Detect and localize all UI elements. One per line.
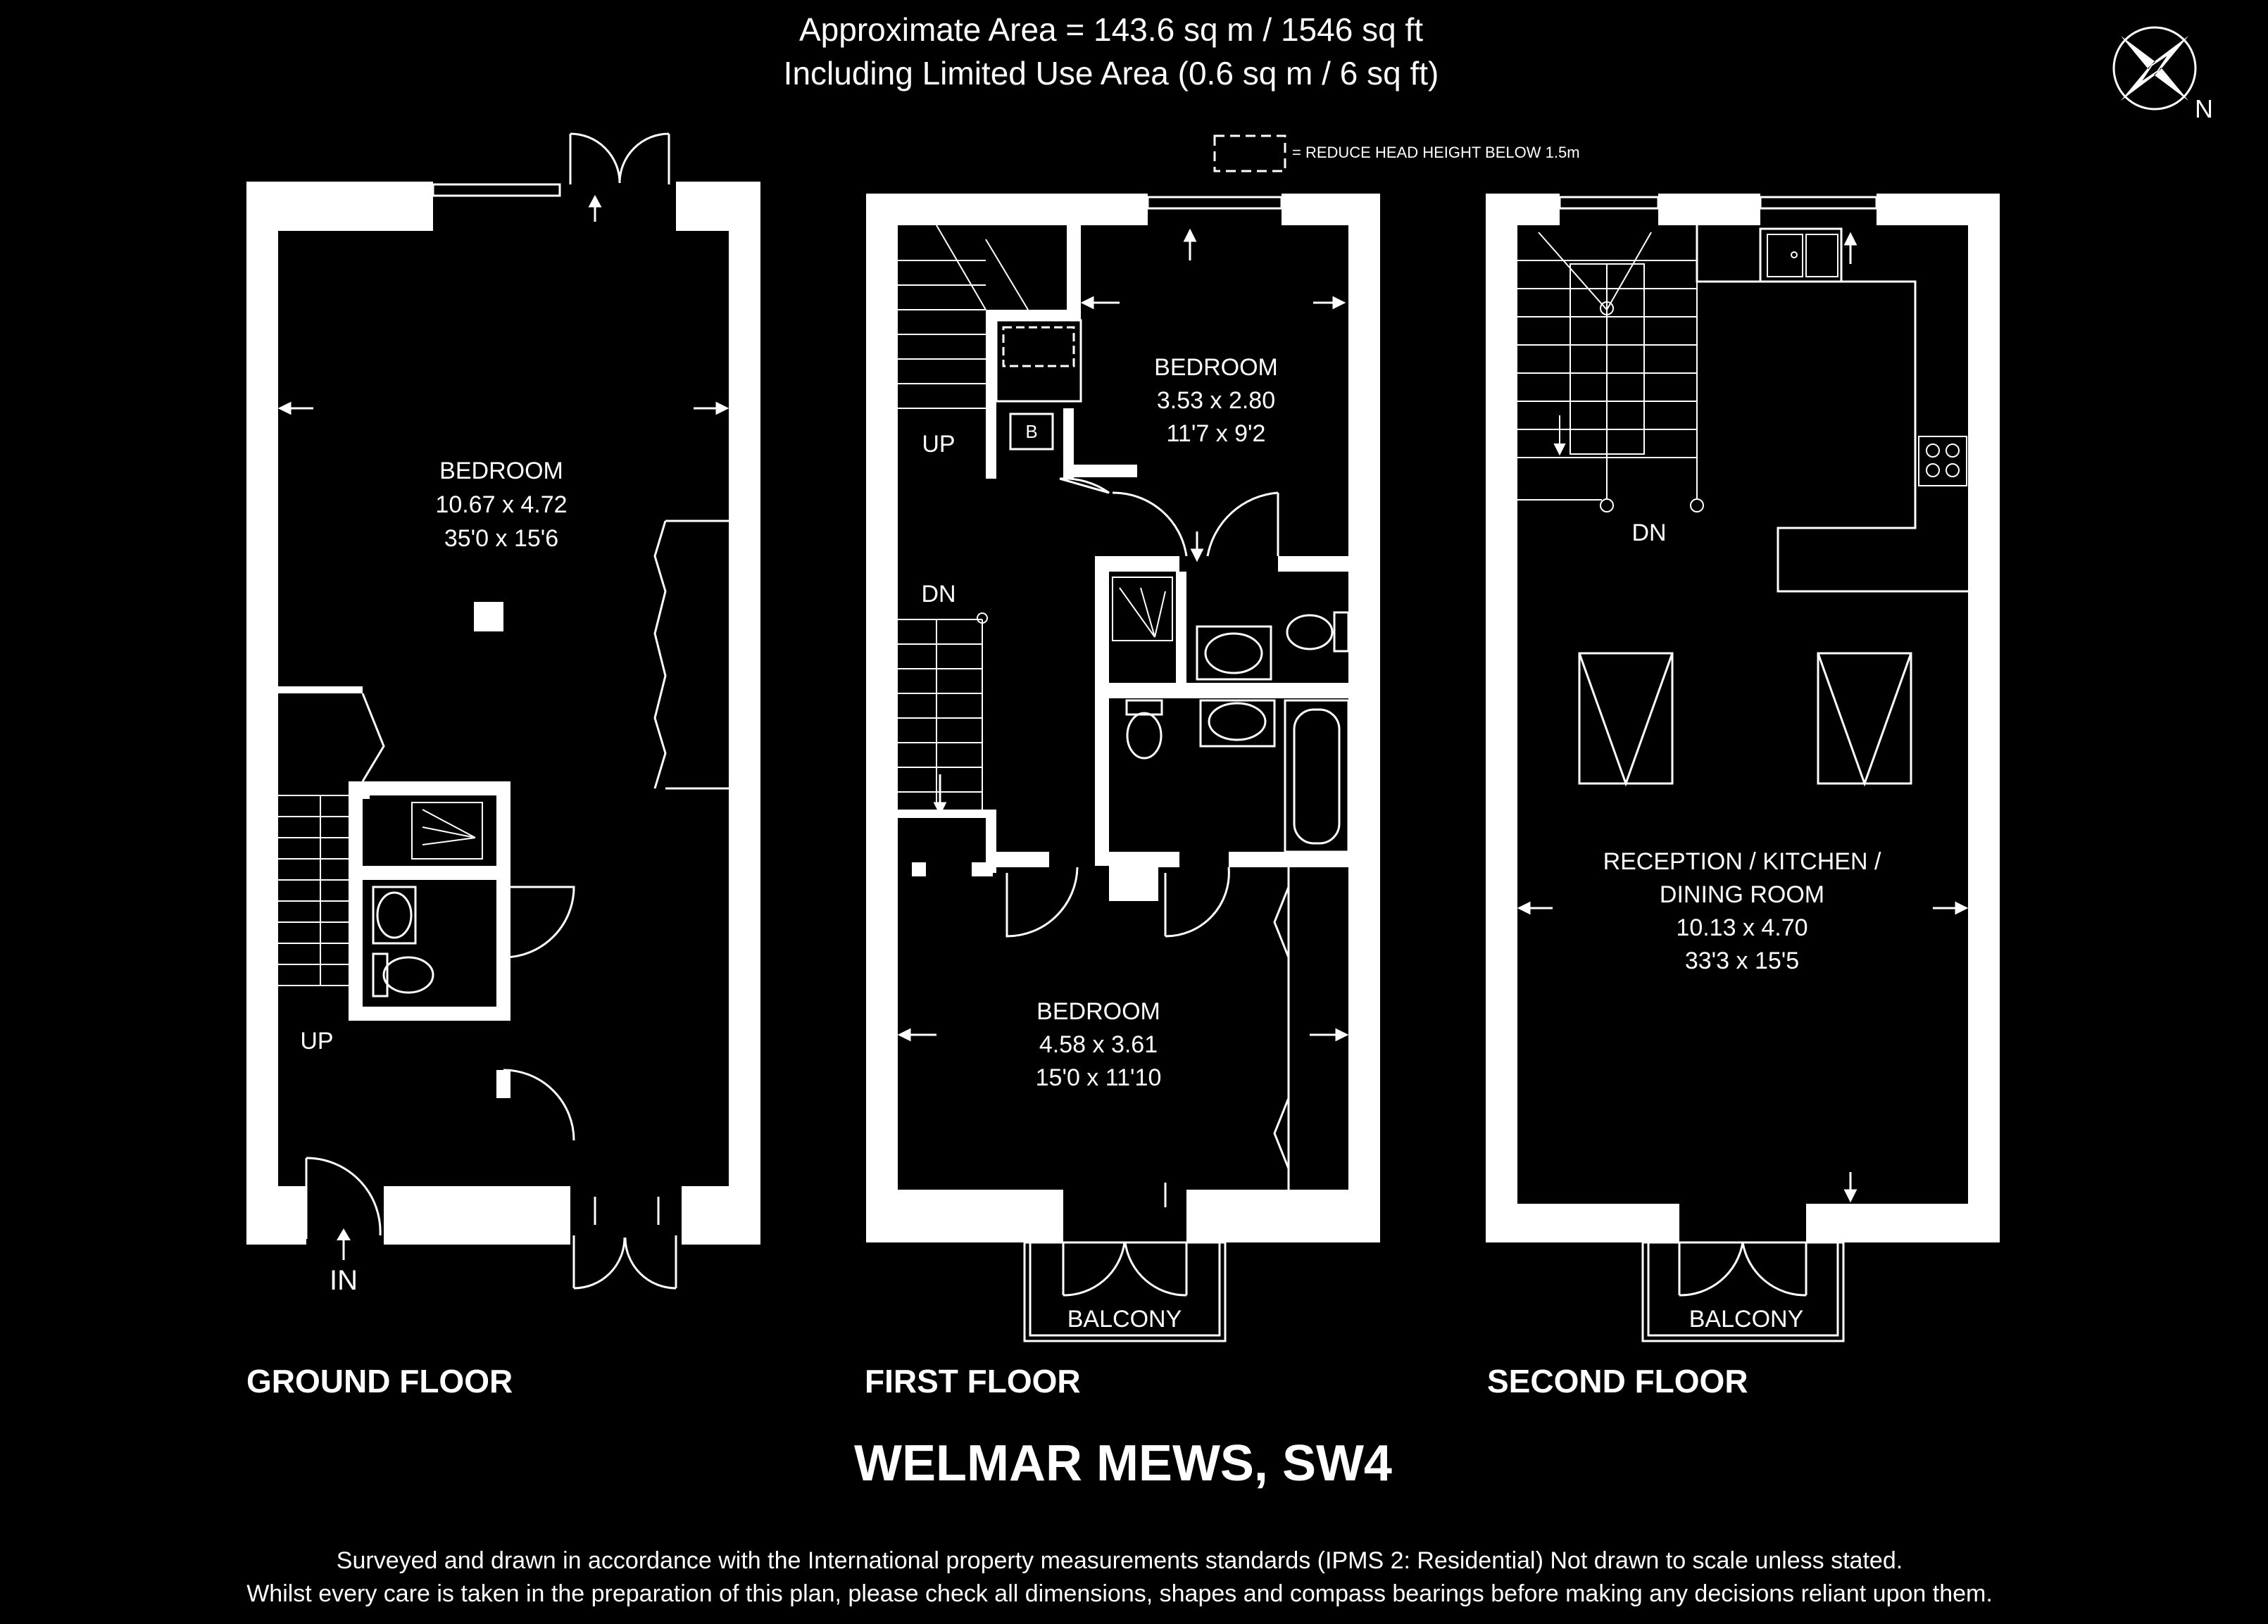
room-size-imperial: 35'0 x 15'6 — [444, 525, 558, 552]
french-doors — [569, 132, 670, 222]
dashed-area — [1002, 326, 1075, 367]
stairs — [898, 612, 988, 810]
kitchen-units — [1696, 225, 1968, 593]
bath-icon — [1284, 699, 1350, 853]
shower-icon — [411, 802, 483, 860]
window — [1558, 196, 1660, 210]
window — [1146, 196, 1283, 210]
hob-icon — [1918, 436, 1967, 486]
room-name: BEDROOM — [439, 458, 563, 484]
property-name: WELMAR MEWS, SW4 — [854, 1435, 1392, 1492]
room-size-metric: 3.53 x 2.80 — [1157, 387, 1275, 414]
dimension-arrows — [1517, 232, 1969, 1203]
balcony — [1023, 1241, 1227, 1342]
window — [432, 183, 561, 197]
toilet-icon — [1286, 611, 1350, 653]
balcony-label: BALCONY — [1067, 1306, 1182, 1333]
basin-icon — [372, 886, 417, 945]
room-size-metric: 10.13 x 4.70 — [1676, 914, 1807, 941]
basin-icon — [1196, 625, 1272, 681]
boiler-cupboard — [1009, 413, 1054, 451]
legend-label: = REDUCE HEAD HEIGHT BELOW 1.5m — [1292, 144, 1580, 161]
room-name-line1: RECEPTION / KITCHEN / — [1603, 848, 1881, 875]
room-size-metric: 10.67 x 4.72 — [435, 491, 567, 518]
stairs-up-label: UP — [922, 431, 955, 458]
room-name: BEDROOM — [1154, 354, 1278, 381]
ground-floor-plan: BEDROOM 10.67 x 4.72 35'0 x 15'6 UP IN G… — [246, 132, 760, 1399]
floor-title-first: FIRST FLOOR — [865, 1363, 1081, 1399]
entry-label: IN — [330, 1265, 358, 1296]
stairs-down-label: DN — [1631, 520, 1666, 546]
basin-icon — [1199, 699, 1276, 748]
wardrobe-doors — [1273, 867, 1290, 1190]
stairs — [898, 225, 1029, 409]
area-summary: Approximate Area = 143.6 sq m / 1546 sq … — [799, 11, 1423, 48]
first-floor-plan: B — [865, 194, 1380, 1399]
disclaimer-line-1: Surveyed and drawn in accordance with th… — [337, 1547, 1903, 1574]
room-name: BEDROOM — [1036, 998, 1160, 1025]
skylight — [1578, 652, 1912, 787]
shower-icon — [1112, 577, 1173, 641]
floor-title-second: SECOND FLOOR — [1487, 1363, 1748, 1399]
compass-icon: N — [2112, 26, 2213, 123]
limited-use-area: Including Limited Use Area (0.6 sq m / 6… — [784, 55, 1439, 92]
room-size-imperial: 33'3 x 15'5 — [1685, 948, 1799, 974]
pillar — [474, 602, 503, 631]
head-height-legend: = REDUCE HEAD HEIGHT BELOW 1.5m — [1213, 134, 1580, 172]
stairs-up-label: UP — [300, 1028, 333, 1055]
room-size-imperial: 15'0 x 11'10 — [1036, 1064, 1162, 1091]
stairs — [278, 795, 356, 986]
second-floor-plan: DN RECEPTION / KITCHEN / DINING ROOM 10.… — [1486, 194, 2000, 1399]
front-doors — [572, 1197, 677, 1290]
wardrobe-doors — [653, 520, 729, 790]
dimension-arrows — [897, 228, 1349, 1207]
stairs-down-label: DN — [921, 581, 956, 608]
sink-icon — [1767, 234, 1838, 277]
dimension-arrows — [277, 401, 729, 415]
room-name-line2: DINING ROOM — [1660, 881, 1824, 908]
floor-title-ground: GROUND FLOOR — [246, 1363, 513, 1399]
balcony-label: BALCONY — [1689, 1306, 1804, 1333]
boiler-label: B — [1025, 421, 1037, 442]
entry-arrow-icon — [337, 1228, 351, 1260]
entry-door — [305, 1157, 382, 1239]
room-size-imperial: 11'7 x 9'2 — [1167, 420, 1266, 447]
dashed-box-icon — [1213, 134, 1286, 172]
disclaimer-line-2: Whilst every care is taken in the prepar… — [246, 1580, 1993, 1607]
toilet-icon — [1125, 699, 1163, 760]
compass-north-label: N — [2195, 94, 2213, 123]
window — [1759, 196, 1878, 210]
balcony — [1641, 1241, 1845, 1342]
toilet-icon — [372, 952, 434, 997]
room-size-metric: 4.58 x 3.61 — [1039, 1031, 1158, 1058]
